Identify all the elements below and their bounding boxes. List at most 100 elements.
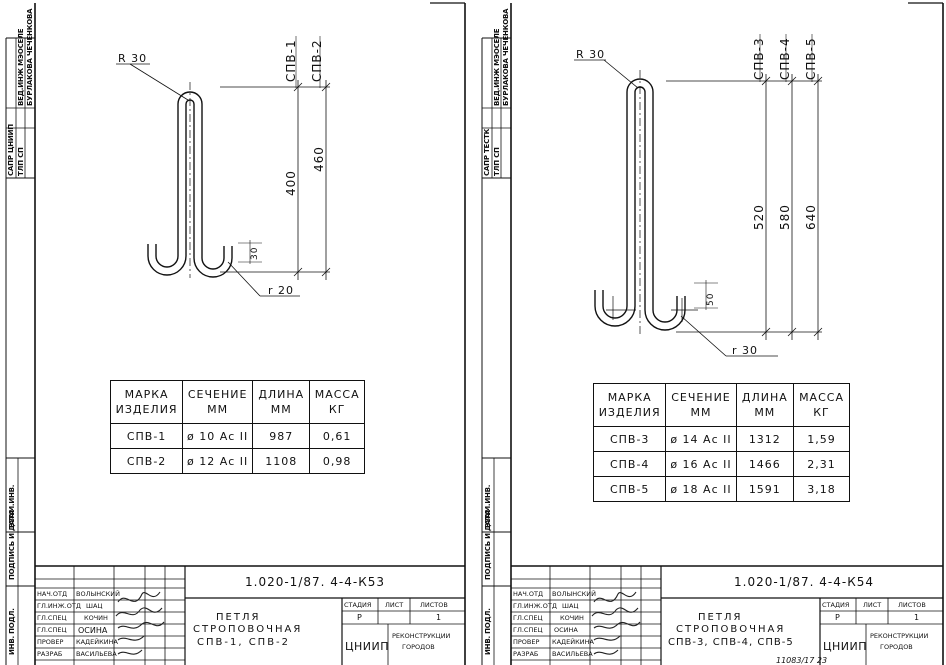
cell-section: ø 12 Ас II <box>182 448 254 474</box>
stamp-head-sheet: ЛИСТ <box>863 601 882 609</box>
dimension-label-3: 640 <box>804 204 818 230</box>
cell-section: ø 16 Ас II <box>665 451 737 477</box>
staff-role: ПРОВЕР <box>37 638 64 646</box>
side-label-4: БУРЛАКОВА ЧЕЧЕНКОВА <box>502 8 510 106</box>
header-mark: МАРКА ИЗДЕЛИЯ <box>592 383 667 427</box>
staff-role: ГЛ.СПЕЦ <box>513 614 543 622</box>
drawing-sheet-left: САПР ЦНИИП ТЛП СП ВЕД.ИНЖ МЭОСЕЛЕ БУРЛАК… <box>0 0 468 665</box>
organization-sub-2: ГОРОДОВ <box>880 643 913 651</box>
staff-role: ГЛ.СПЕЦ <box>513 626 543 634</box>
spec-table-header: МАРКА ИЗДЕЛИЯ СЕЧЕНИЕ ММ ДЛИНА ММ МАССА … <box>592 383 850 427</box>
signatures <box>115 591 165 655</box>
table-row: СПВ-2 ø 12 Ас II 1108 0,98 <box>109 448 365 474</box>
stamp-stage: Р <box>835 613 840 622</box>
cell-section: ø 14 Ас II <box>665 426 737 452</box>
staff-role: ПРОВЕР <box>513 638 540 646</box>
radius-bottom-label: r 30 <box>732 344 759 357</box>
cell-length: 1591 <box>735 476 795 502</box>
cell-mark: СПВ-3 <box>592 426 667 452</box>
table-row: СПВ-4 ø 16 Ас II 1466 2,31 <box>592 451 850 477</box>
footer-note: 11083/17 23 <box>776 656 828 665</box>
spec-table: МАРКА ИЗДЕЛИЯ СЕЧЕНИЕ ММ ДЛИНА ММ МАССА … <box>109 380 365 474</box>
organization-sub-1: РЕКОНСТРУКЦИИ <box>392 632 451 640</box>
dimension-label-2: 460 <box>312 146 326 172</box>
staff-role: НАЧ.ОТД <box>513 590 544 598</box>
organization-sub-1: РЕКОНСТРУКЦИИ <box>870 632 929 640</box>
cell-mass: 3,18 <box>793 476 850 502</box>
cell-mass: 0,98 <box>309 448 365 474</box>
table-row: СПВ-1 ø 10 Ас II 987 0,61 <box>109 423 365 449</box>
hook-dimension-label: 50 <box>706 292 716 306</box>
header-mark: МАРКА ИЗДЕЛИЯ <box>109 380 184 424</box>
stamp-stage: Р <box>357 613 362 622</box>
sheet-right-linework <box>481 2 944 665</box>
staff-role: ГЛ.СПЕЦ <box>37 626 67 634</box>
sheet-left-linework <box>5 2 466 665</box>
staff-name: КОЧИН <box>84 614 108 622</box>
staff-name: КАДЕЙКИНА <box>552 638 594 646</box>
stamp-head-stage: СТАДИЯ <box>822 601 850 609</box>
spec-table: МАРКА ИЗДЕЛИЯ СЕЧЕНИЕ ММ ДЛИНА ММ МАССА … <box>592 383 850 502</box>
signatures <box>591 591 641 655</box>
side-label-1: САПР ТЕСТК <box>483 128 491 176</box>
header-mass: МАССА КГ <box>793 383 850 427</box>
title-line-3: СПВ-1, СПВ-2 <box>197 637 291 648</box>
cell-length: 987 <box>252 423 311 449</box>
organization-name: ЦНИИП <box>345 640 390 653</box>
table-row: СПВ-3 ø 14 Ас II 1312 1,59 <box>592 426 850 452</box>
side-label-inv: ИНВ. ПОДЛ. <box>484 608 492 655</box>
cell-section: ø 10 Ас II <box>182 423 254 449</box>
cell-mark: СПВ-4 <box>592 451 667 477</box>
staff-name: ШАЦ <box>562 602 579 610</box>
side-label-2: ТЛП СП <box>493 147 501 176</box>
organization-sub-2: ГОРОДОВ <box>402 643 435 651</box>
side-label-inv: ИНВ. ПОДЛ. <box>8 608 16 655</box>
cell-mark: СПВ-1 <box>109 423 184 449</box>
side-label-3: ВЕД.ИНЖ МЭОСЕЛЕ <box>493 28 501 106</box>
stamp-head-sheets: ЛИСТОВ <box>898 601 926 609</box>
header-section: СЕЧЕНИЕ ММ <box>665 383 737 427</box>
title-line-2: СТРОПОВОЧНАЯ <box>193 624 303 635</box>
stamp-head-stage: СТАДИЯ <box>344 601 372 609</box>
title-line-1: ПЕТЛЯ <box>698 612 743 623</box>
title-line-1: ПЕТЛЯ <box>216 612 261 623</box>
side-label-2: ТЛП СП <box>17 147 25 176</box>
staff-name: ОСИНА <box>554 626 578 634</box>
side-label-vz: ВЗАМ.ИНВ. <box>484 484 492 528</box>
cell-length: 1108 <box>252 448 311 474</box>
drawing-sheet-right: САПР ТЕСТК ТЛП СП ВЕД.ИНЖ МЭОСЕЛЕ БУРЛАК… <box>476 0 946 665</box>
staff-name: КАДЕЙКИНА <box>76 638 118 646</box>
header-length: ДЛИНА ММ <box>252 380 311 424</box>
staff-name: ШАЦ <box>86 602 103 610</box>
staff-role: РАЗРАБ <box>37 650 63 658</box>
radius-top-label: R 30 <box>118 52 148 65</box>
title-line-2: СТРОПОВОЧНАЯ <box>676 624 786 635</box>
radius-top-label: R 30 <box>576 48 606 61</box>
mark-label-5: СПВ-5 <box>804 37 818 80</box>
radius-bottom-label: r 20 <box>268 284 295 297</box>
header-mass: МАССА КГ <box>309 380 365 424</box>
dimension-label-1: 400 <box>284 170 298 196</box>
staff-role: ГЛ.ИНЖ.ОТД <box>37 602 81 610</box>
staff-name: ВОЛЫНСКИЙ <box>76 590 120 598</box>
hook-dimension-label: 30 <box>250 246 260 260</box>
header-section: СЕЧЕНИЕ ММ <box>182 380 254 424</box>
staff-name: ОСИНА <box>78 626 108 635</box>
staff-role: НАЧ.ОТД <box>37 590 68 598</box>
cell-length: 1466 <box>735 451 795 477</box>
header-length: ДЛИНА ММ <box>735 383 795 427</box>
staff-name: ВОЛЫНСКИЙ <box>552 590 596 598</box>
cell-mark: СПВ-2 <box>109 448 184 474</box>
side-label-1: САПР ЦНИИП <box>7 124 15 176</box>
staff-role: РАЗРАБ <box>513 650 539 658</box>
stamp-head-sheets: ЛИСТОВ <box>420 601 448 609</box>
document-code: 1.020-1/87. 4-4-К54 <box>734 575 874 589</box>
dimension-label-1: 520 <box>752 204 766 230</box>
staff-role: ГЛ.ИНЖ.ОТД <box>513 602 557 610</box>
mark-label-1: СПВ-1 <box>284 39 298 82</box>
cell-mass: 0,61 <box>309 423 365 449</box>
organization-name: ЦНИИП <box>823 640 868 653</box>
stamp-sheets: 1 <box>436 613 442 622</box>
staff-role: ГЛ.СПЕЦ <box>37 614 67 622</box>
dimension-label-2: 580 <box>778 204 792 230</box>
